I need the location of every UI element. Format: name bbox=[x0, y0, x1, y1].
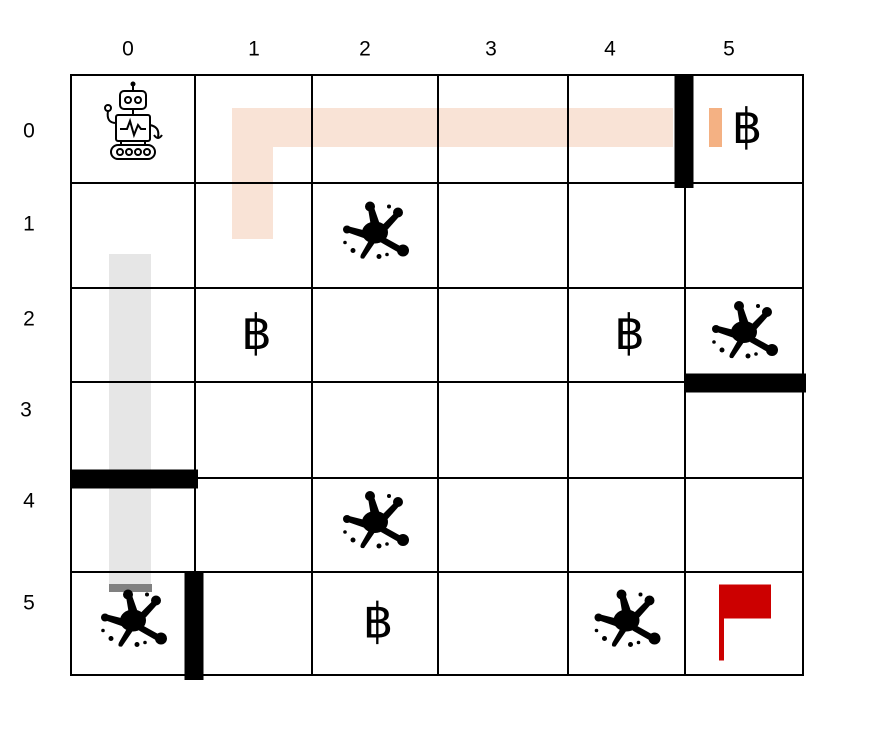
bitcoin-icon: ฿ bbox=[363, 594, 394, 650]
col-label-1: 1 bbox=[248, 37, 260, 61]
orange-path-end bbox=[709, 108, 722, 147]
ink-splat-icon bbox=[343, 201, 409, 259]
col-label-3: 3 bbox=[485, 37, 497, 61]
orange-path-horizontal bbox=[232, 108, 673, 147]
paths-layer bbox=[109, 108, 722, 592]
row-label-1: 1 bbox=[23, 212, 35, 236]
bitcoin-icon: ฿ bbox=[614, 305, 645, 361]
orange-path-vertical bbox=[232, 108, 273, 239]
ink-splat-icon bbox=[594, 589, 661, 647]
row-label-0: 0 bbox=[23, 119, 35, 143]
wall-vertical bbox=[674, 75, 694, 188]
wall-horizontal bbox=[70, 469, 198, 489]
bitcoin-icon: ฿ bbox=[732, 99, 763, 155]
gray-path-end bbox=[109, 584, 152, 592]
bitcoin-icon: ฿ bbox=[241, 305, 272, 361]
wall-vertical bbox=[184, 572, 204, 680]
walls-layer bbox=[70, 75, 806, 680]
ink-splat-icon bbox=[101, 589, 167, 647]
ink-splat-icon bbox=[712, 301, 778, 359]
row-label-5: 5 bbox=[23, 591, 35, 615]
ink-splat-icon bbox=[343, 491, 409, 549]
icons-layer: ฿฿฿฿ bbox=[101, 81, 778, 661]
col-label-5: 5 bbox=[723, 37, 735, 61]
robot-icon bbox=[104, 81, 163, 160]
gray-path-vertical bbox=[109, 254, 151, 584]
row-label-4: 4 bbox=[23, 489, 35, 513]
flag-icon bbox=[719, 584, 771, 661]
row-label-2: 2 bbox=[23, 307, 35, 331]
col-label-0: 0 bbox=[122, 37, 134, 61]
col-label-4: 4 bbox=[604, 37, 616, 61]
wall-horizontal bbox=[684, 373, 806, 393]
col-label-2: 2 bbox=[359, 37, 371, 61]
row-label-3: 3 bbox=[20, 398, 32, 422]
